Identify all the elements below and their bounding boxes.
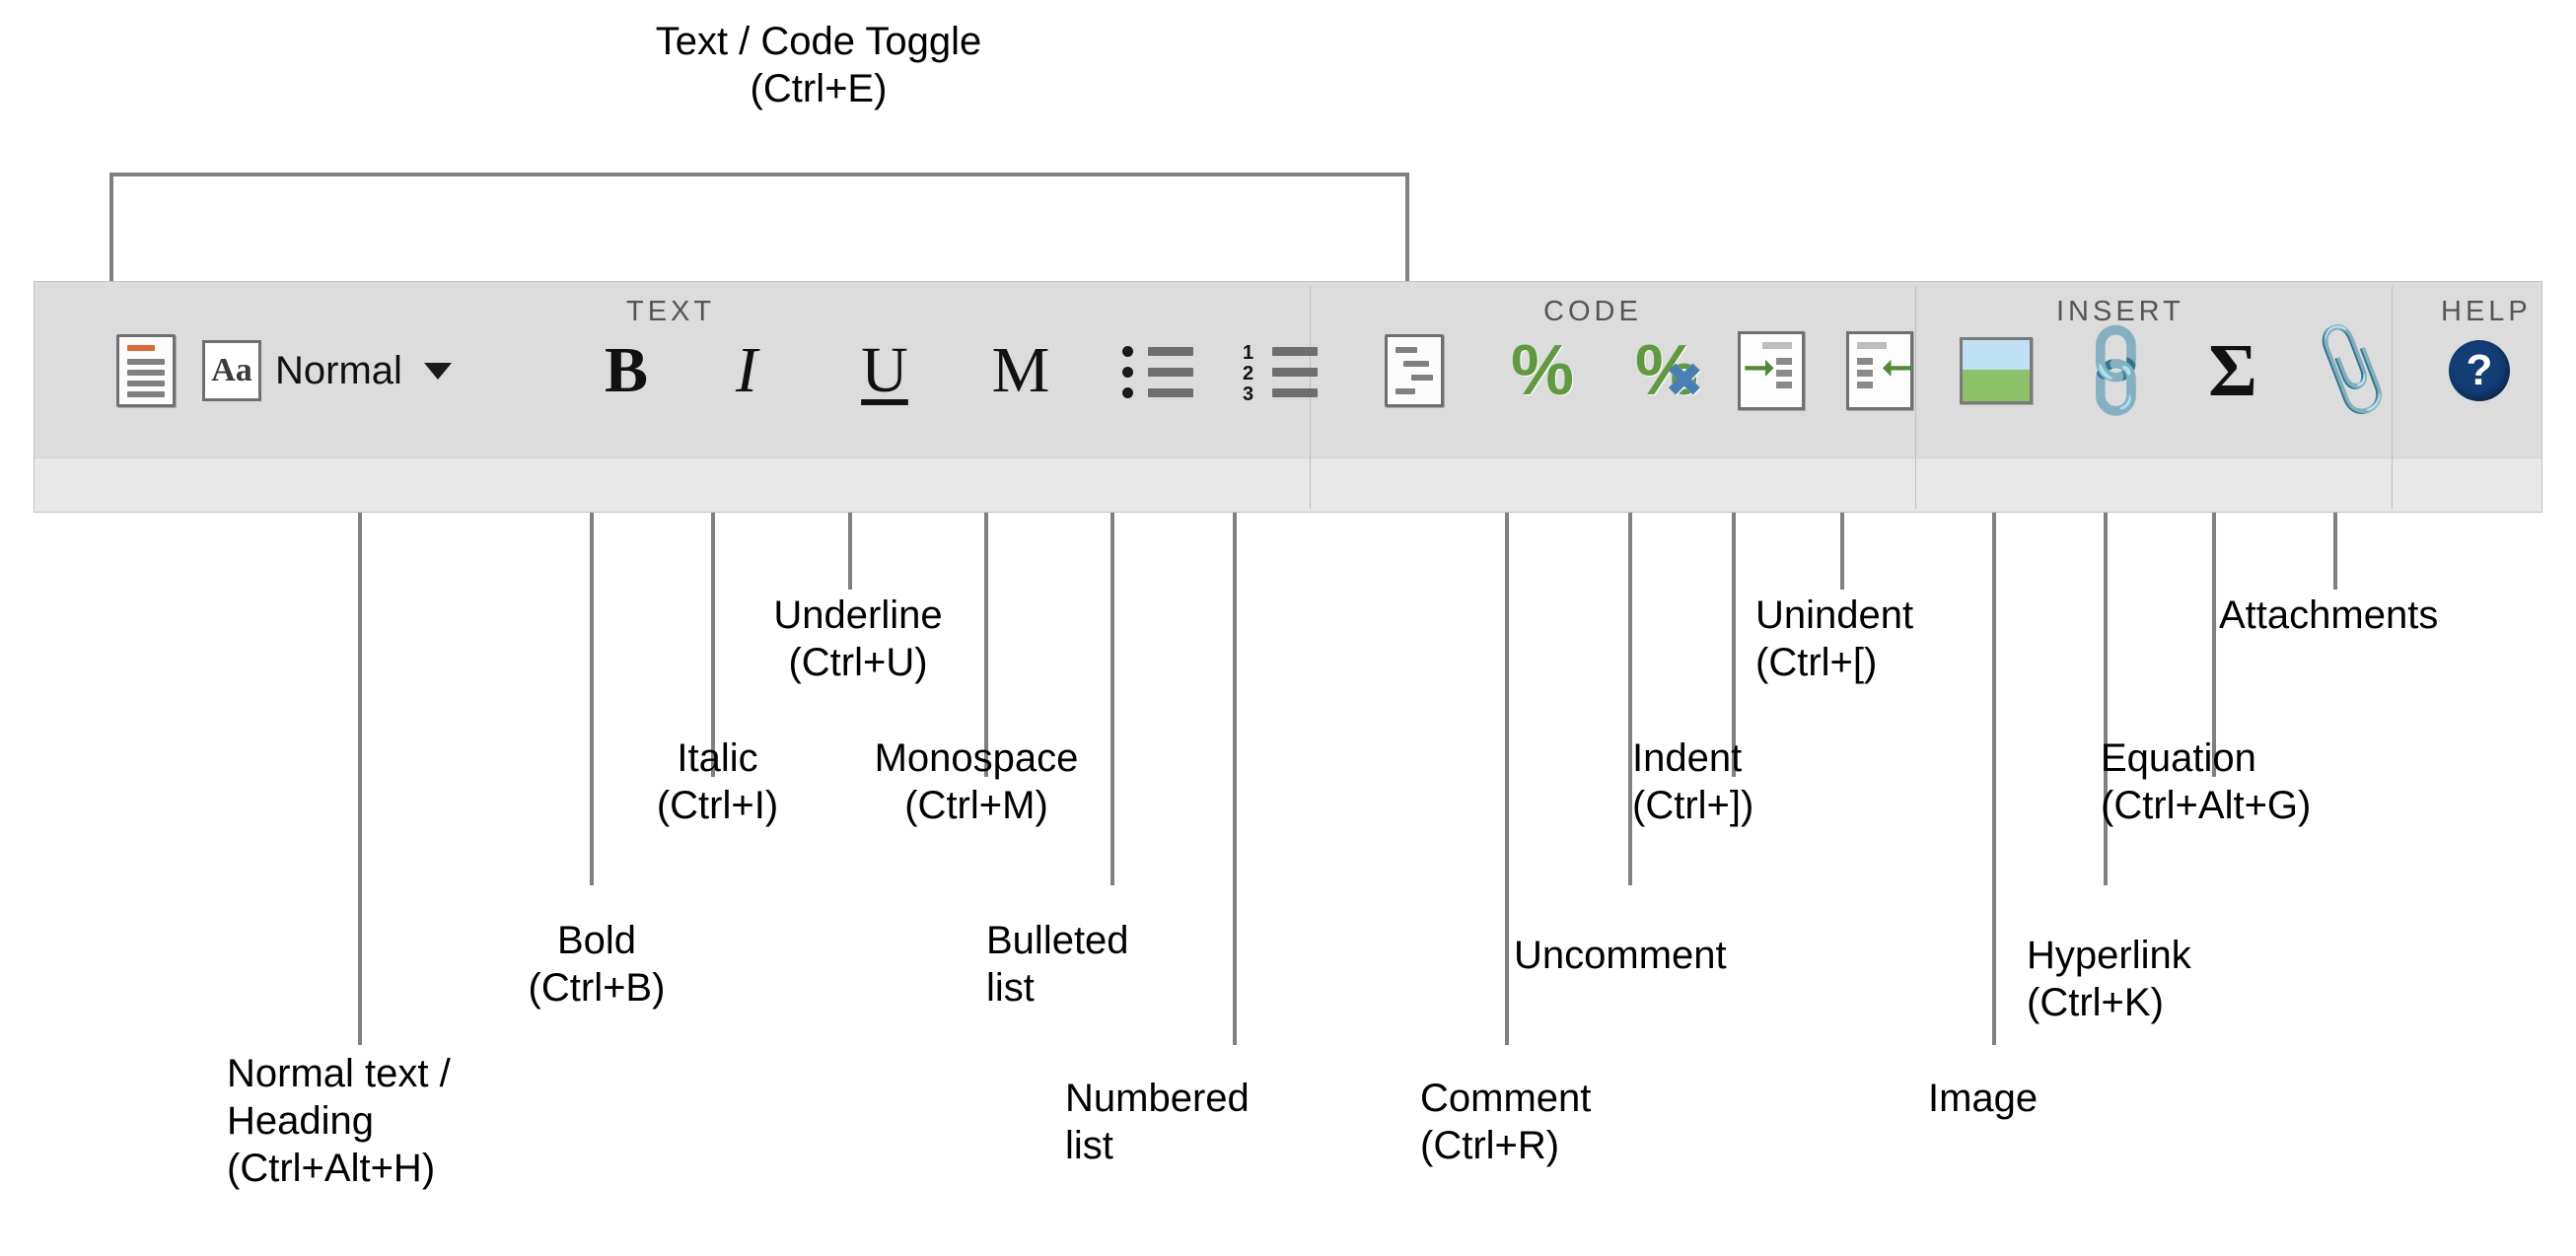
code-section-toggle-icon	[1385, 334, 1444, 407]
callout-italic: Italic (Ctrl+I)	[656, 736, 779, 827]
section-label-insert: INSERT	[2056, 296, 2184, 327]
callout-attachments: Attachments	[2219, 593, 2439, 637]
code-section-toggle-button[interactable]	[1356, 312, 1472, 430]
callout-comment: Comment (Ctrl+R)	[1420, 1077, 1592, 1167]
callout-underline: Underline (Ctrl+U)	[773, 593, 943, 684]
italic-button[interactable]: I	[697, 312, 796, 430]
callout-image: Image	[1928, 1077, 2039, 1120]
bulleted-list-button[interactable]	[1102, 312, 1210, 430]
numbered-list-button[interactable]: 1 2 3	[1226, 312, 1334, 430]
equation-button[interactable]: Σ	[2175, 312, 2291, 430]
bold-button[interactable]: B	[577, 312, 676, 430]
uncomment-icon: % ✖	[1634, 331, 1705, 410]
comment-icon: %	[1510, 331, 1575, 410]
text-code-toggle-icon	[116, 334, 176, 407]
callout-unindent: Unindent (Ctrl+[)	[1755, 593, 1914, 684]
hyperlink-button[interactable]: 🔗	[2058, 312, 2175, 430]
section-label-code: CODE	[1543, 296, 1642, 327]
uncomment-button[interactable]: % ✖	[1607, 312, 1727, 430]
unindent-icon: ➞	[1846, 331, 1914, 410]
section-label-help: HELP	[2441, 296, 2532, 327]
comment-button[interactable]: %	[1484, 312, 1601, 430]
callout-hyperlink: Hyperlink (Ctrl+K)	[2027, 934, 2191, 1024]
callout-bold: Bold (Ctrl+B)	[528, 919, 666, 1010]
text-code-toggle-button[interactable]	[86, 312, 206, 430]
delete-x-icon: ✖	[1664, 355, 1705, 407]
heading-style-icon: Aa	[202, 340, 261, 401]
attachments-button[interactable]: 📎	[2293, 312, 2409, 430]
numbered-list-icon: 1 2 3	[1243, 340, 1318, 404]
callout-equation: Equation (Ctrl+Alt+G)	[2101, 736, 2312, 827]
indent-button[interactable]: ➞	[1713, 312, 1829, 430]
bold-icon: B	[604, 334, 649, 406]
bulleted-list-icon	[1118, 340, 1193, 401]
heading-style-dropdown[interactable]: Aa Normal	[202, 312, 577, 430]
callout-uncomment: Uncomment	[1514, 934, 1727, 977]
monospace-button[interactable]: M	[971, 312, 1070, 430]
image-icon	[1960, 337, 2033, 404]
chevron-down-icon	[423, 362, 452, 380]
callout-normal-text-heading: Normal text / Heading (Ctrl+Alt+H)	[227, 1052, 451, 1190]
callout-numbered-list: Numbered list	[1065, 1077, 1250, 1167]
editor-toolbar: TEXT CODE INSERT HELP Aa Normal B I	[34, 281, 2542, 513]
italic-icon: I	[736, 334, 757, 406]
section-label-text: TEXT	[626, 296, 716, 327]
help-button[interactable]: ?	[2421, 312, 2538, 430]
equation-icon: Σ	[2208, 329, 2257, 412]
callout-monospace: Monospace (Ctrl+M)	[874, 736, 1079, 827]
group-divider-insert-help	[2392, 286, 2393, 509]
heading-style-value: Normal	[275, 348, 402, 392]
hyperlink-icon: 🔗	[2058, 313, 2175, 429]
unindent-button[interactable]: ➞	[1822, 312, 1938, 430]
callout-indent: Indent (Ctrl+])	[1632, 736, 1754, 827]
toolbar-section-label-row	[35, 457, 2541, 512]
callout-text-code-toggle: Text / Code Toggle (Ctrl+E)	[655, 20, 982, 110]
underline-icon: U	[861, 334, 908, 406]
monospace-icon: M	[991, 334, 1050, 406]
image-button[interactable]	[1938, 312, 2054, 430]
help-icon: ?	[2449, 340, 2510, 401]
callout-bulleted-list: Bulleted list	[986, 919, 1129, 1010]
group-divider-code-insert	[1915, 286, 1916, 509]
group-divider-text-code	[1310, 286, 1311, 509]
underline-button[interactable]: U	[835, 312, 934, 430]
indent-icon: ➞	[1738, 331, 1805, 410]
attachments-icon: 📎	[2296, 318, 2406, 423]
